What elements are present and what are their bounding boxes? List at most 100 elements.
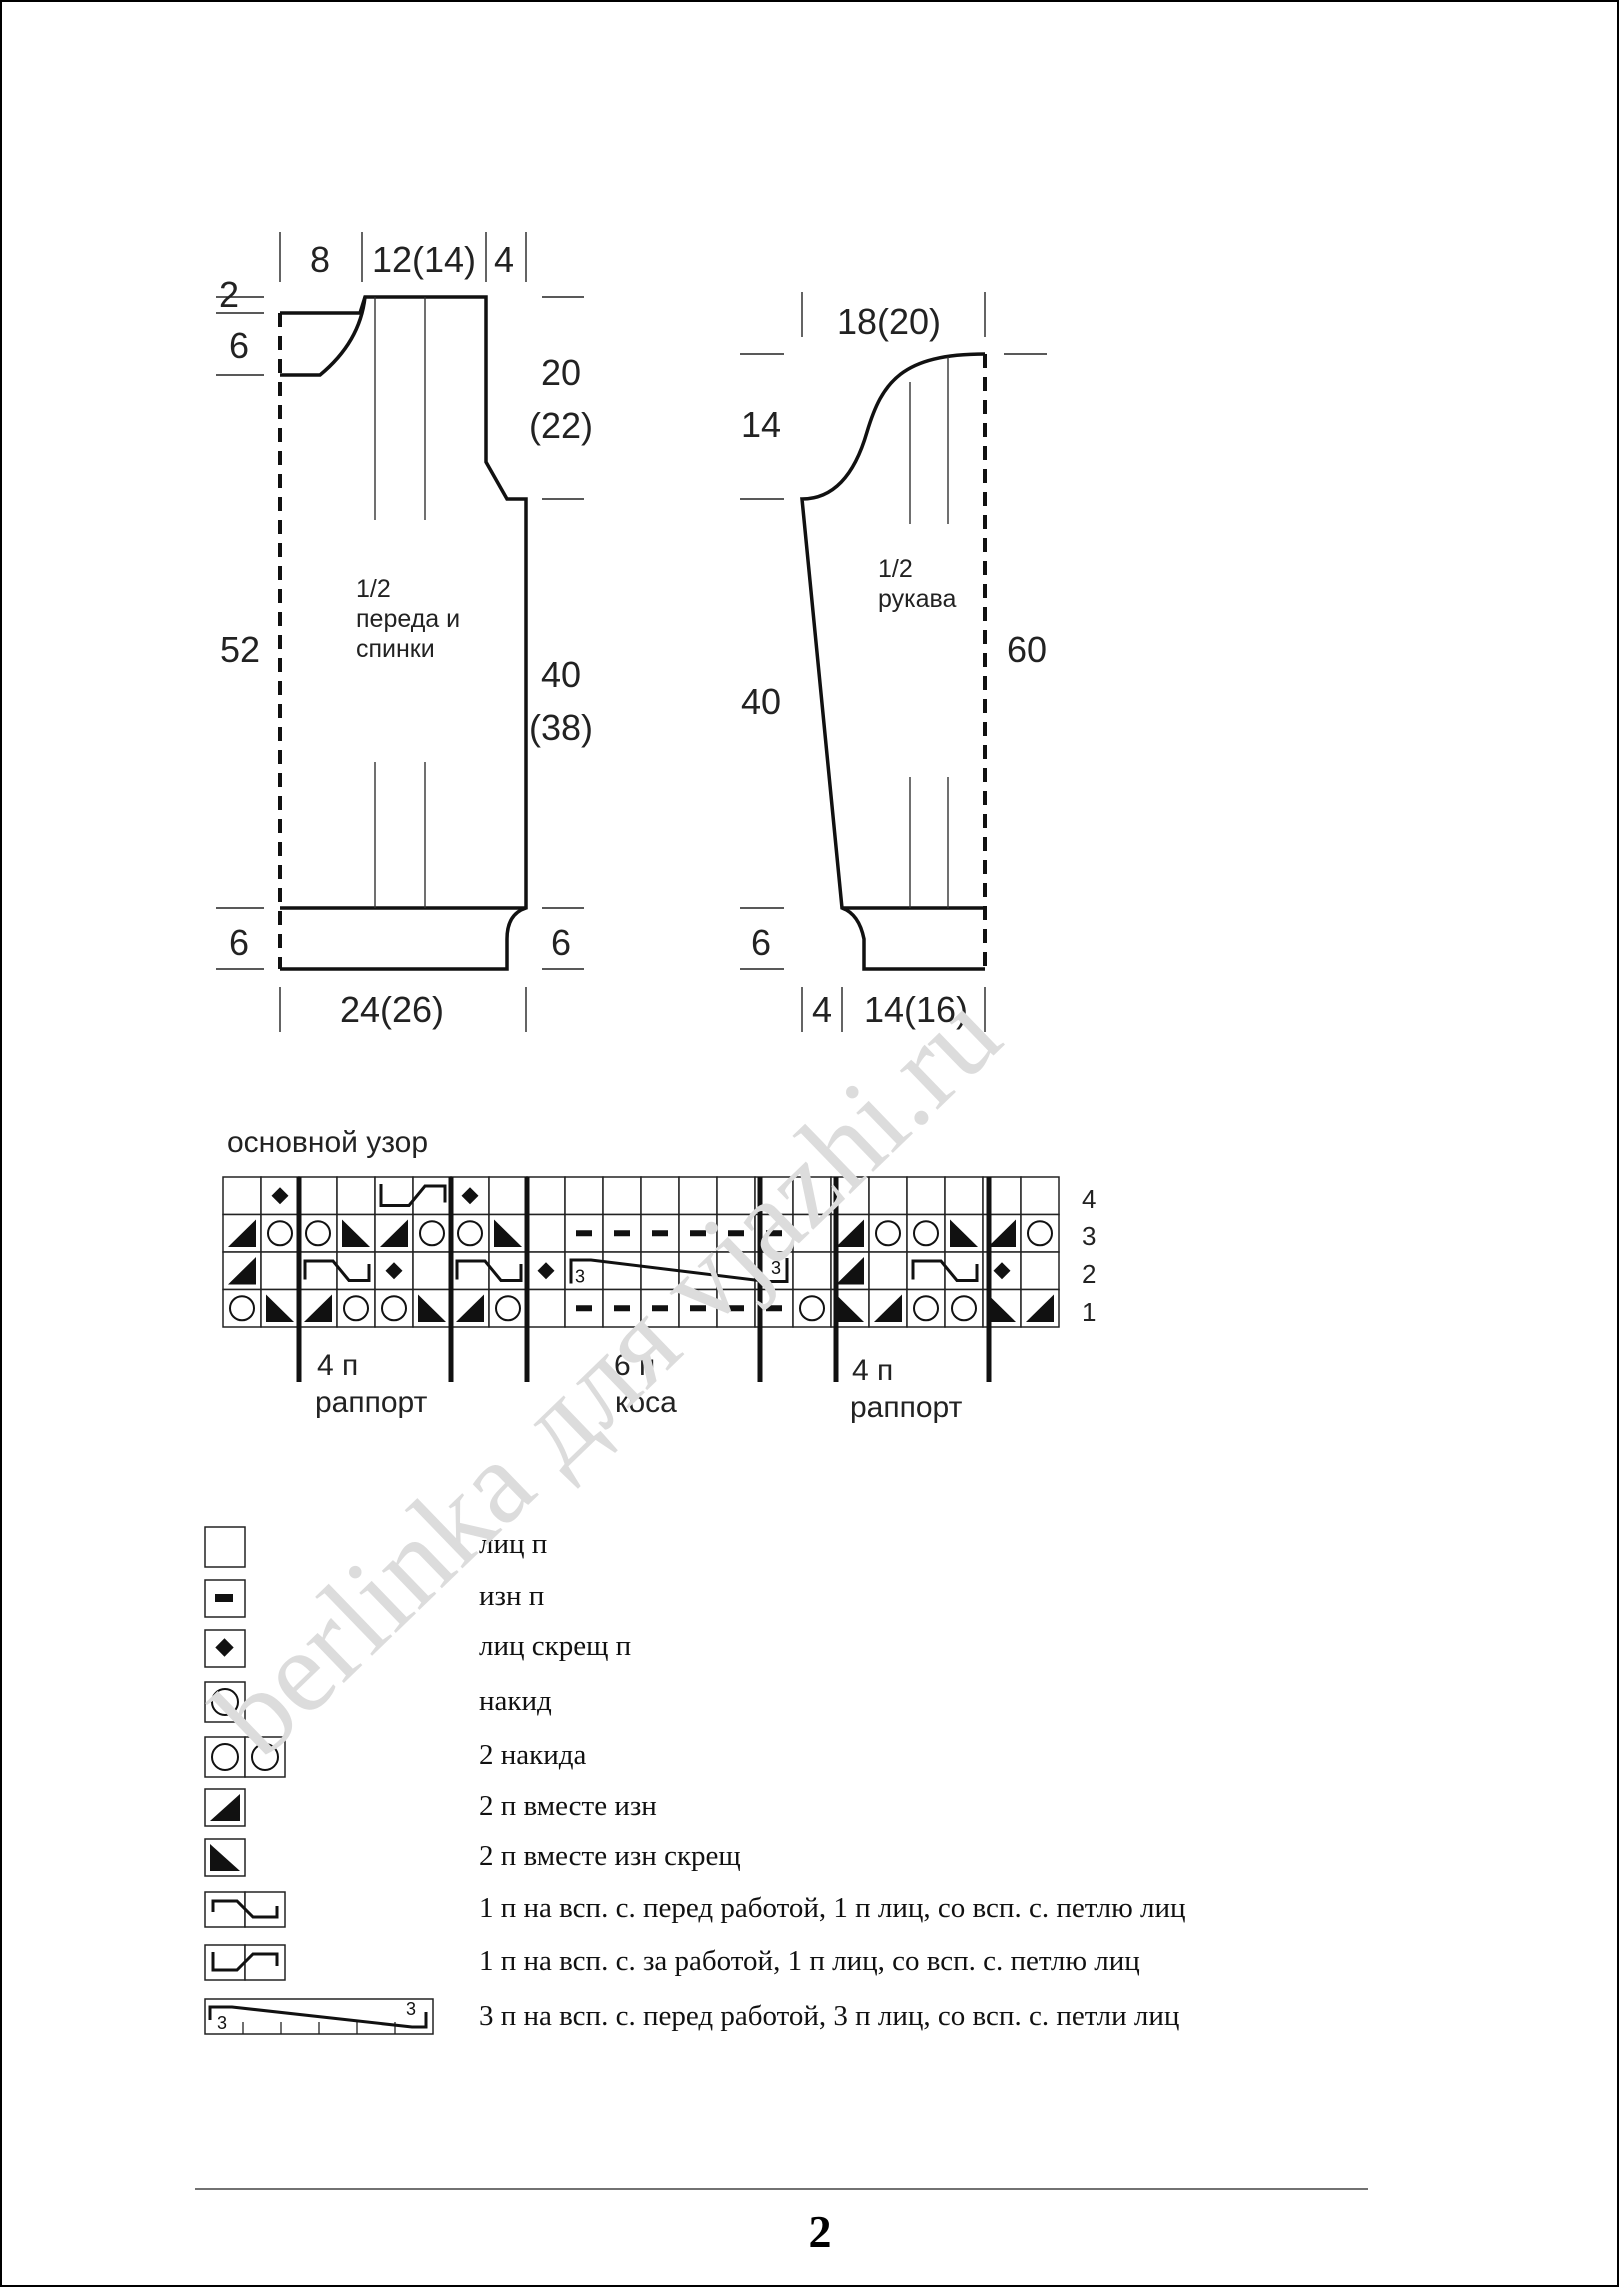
chart-cross-front — [455, 1259, 523, 1282]
knit-square-icon — [204, 1526, 246, 1568]
sleeve-dim-rib: 6 — [751, 922, 771, 963]
dim-armhole-a: 20 — [541, 352, 581, 393]
chart-symbol — [304, 1294, 332, 1322]
dim-neck-drop: 2 — [219, 274, 239, 315]
dim-side-a: 40 — [541, 654, 581, 695]
chart-symbol — [836, 1294, 864, 1322]
sleeve-dim-cuff-left: 4 — [812, 989, 832, 1030]
chart-symbol — [988, 1294, 1016, 1322]
chart-cell — [260, 1213, 300, 1253]
chart-symbol — [456, 1294, 484, 1322]
chart-cell — [640, 1176, 680, 1216]
chart-symbol — [913, 1295, 939, 1322]
sleeve-label-line1: 1/2 — [878, 555, 913, 583]
chart-cell — [602, 1176, 642, 1216]
body-schematic: 8 12(14) 4 2 6 52 20 (22) 40 (38) 6 6 24… — [216, 232, 593, 1032]
chart-symbol — [419, 1220, 445, 1247]
chart-cell — [564, 1176, 604, 1216]
chart-cell — [868, 1176, 908, 1216]
sleeve-outline — [800, 352, 986, 971]
purl-two-together-icon — [204, 1788, 246, 1827]
legend-label-yarn-over: накид — [479, 1685, 552, 1717]
chart-cell — [906, 1288, 946, 1328]
legend: 3 3 лиц п изн п лиц скрещ п накид 2 наки… — [204, 1526, 1186, 2035]
chart-cell — [260, 1251, 300, 1291]
twisted-knit-diamond-icon — [204, 1629, 246, 1668]
chart-symbol — [652, 1230, 668, 1237]
chart-cell — [906, 1176, 946, 1216]
chart-symbol — [799, 1295, 825, 1322]
chart-cell — [944, 1176, 984, 1216]
chart-cell — [906, 1213, 946, 1253]
body-label-line1: 1/2 — [356, 575, 391, 603]
cable-six-icon: 3 3 — [204, 1998, 434, 2035]
chart-cable-mark-left: 3 — [575, 1267, 585, 1287]
legend-label-knit: лиц п — [479, 1528, 547, 1560]
body-outline — [280, 295, 528, 971]
body-label-line3: спинки — [356, 635, 435, 663]
chart-symbol — [343, 1295, 369, 1322]
legend-label-cross-back: 1 п на всп. с. за работой, 1 п лиц, со в… — [479, 1945, 1140, 1977]
chart-symbol — [874, 1294, 902, 1322]
legend-label-cross-front: 1 п на всп. с. перед работой, 1 п лиц, с… — [479, 1892, 1186, 1924]
sleeve-dim-total: 60 — [1007, 629, 1047, 670]
chart-cell — [450, 1213, 490, 1253]
chart-cell — [526, 1176, 566, 1216]
legend-label-purl-2tog-twisted: 2 п вместе изн скрещ — [479, 1840, 741, 1872]
chart-cell — [716, 1251, 756, 1291]
chart-symbol — [418, 1294, 446, 1322]
legend-label-purl-2tog: 2 п вместе изн — [479, 1790, 657, 1822]
dim-top-width: 12(14) — [372, 239, 476, 280]
chart-symbol — [950, 1219, 978, 1247]
sleeve-schematic: 18(20) 14 40 60 6 4 14(16) 1/2 рукава — [740, 292, 1047, 1032]
body-neck-curve — [280, 296, 367, 377]
pattern-row-4: 4 — [1082, 1184, 1096, 1214]
chart-cell — [868, 1213, 908, 1253]
legend-label-twisted-knit: лиц скрещ п — [479, 1630, 631, 1662]
segment-1-name: раппорт — [315, 1386, 428, 1419]
dim-top-shoulder: 4 — [494, 239, 514, 280]
dim-neck-depth: 6 — [229, 325, 249, 366]
sleeve-dim-cuff-width: 14(16) — [864, 989, 968, 1030]
legend-label-purl: изн п — [479, 1580, 544, 1612]
chart-cell — [868, 1251, 908, 1291]
sleeve-dim-cap: 14 — [741, 404, 781, 445]
chart-cell — [412, 1213, 452, 1253]
chart-symbol — [380, 1219, 408, 1247]
chart-cell — [1020, 1251, 1060, 1291]
pattern-row-1: 1 — [1082, 1297, 1096, 1327]
chart-cross-back — [379, 1184, 447, 1207]
chart-symbol — [836, 1257, 864, 1285]
chart-cable-six — [569, 1258, 789, 1284]
yarn-over-circle-icon — [204, 1681, 246, 1723]
chart-symbol — [576, 1230, 592, 1237]
chart-cell — [526, 1213, 566, 1253]
chart-symbol — [266, 1294, 294, 1322]
chart-symbol — [652, 1305, 668, 1312]
chart-symbol — [728, 1305, 744, 1312]
pattern-dividers — [296, 1177, 992, 1382]
legend-cable-mark-right: 3 — [406, 1999, 416, 2019]
segment-3-name: раппорт — [850, 1391, 963, 1424]
dim-side-total: 52 — [220, 629, 260, 670]
chart-symbol — [836, 1219, 864, 1247]
chart-cell — [944, 1288, 984, 1328]
chart-symbol — [993, 1262, 1011, 1280]
dim-rib-right: 6 — [551, 922, 571, 963]
dim-bottom-width: 24(26) — [340, 989, 444, 1030]
chart-symbol — [988, 1219, 1016, 1247]
purl-dash-icon — [204, 1579, 246, 1618]
chart-cell — [222, 1176, 262, 1216]
chart-symbol — [1026, 1294, 1054, 1322]
chart-symbol — [614, 1230, 630, 1237]
purl-two-together-twisted-icon — [204, 1838, 246, 1877]
chart-cell — [488, 1288, 528, 1328]
segment-3-count: 4 п — [852, 1354, 893, 1387]
chart-symbol — [1027, 1220, 1053, 1247]
chart-symbol — [728, 1230, 744, 1237]
chart-symbol — [690, 1305, 706, 1312]
cross-front-icon — [204, 1891, 286, 1928]
chart-symbol — [537, 1262, 555, 1280]
chart-symbol — [913, 1220, 939, 1247]
chart-symbol — [766, 1305, 782, 1312]
